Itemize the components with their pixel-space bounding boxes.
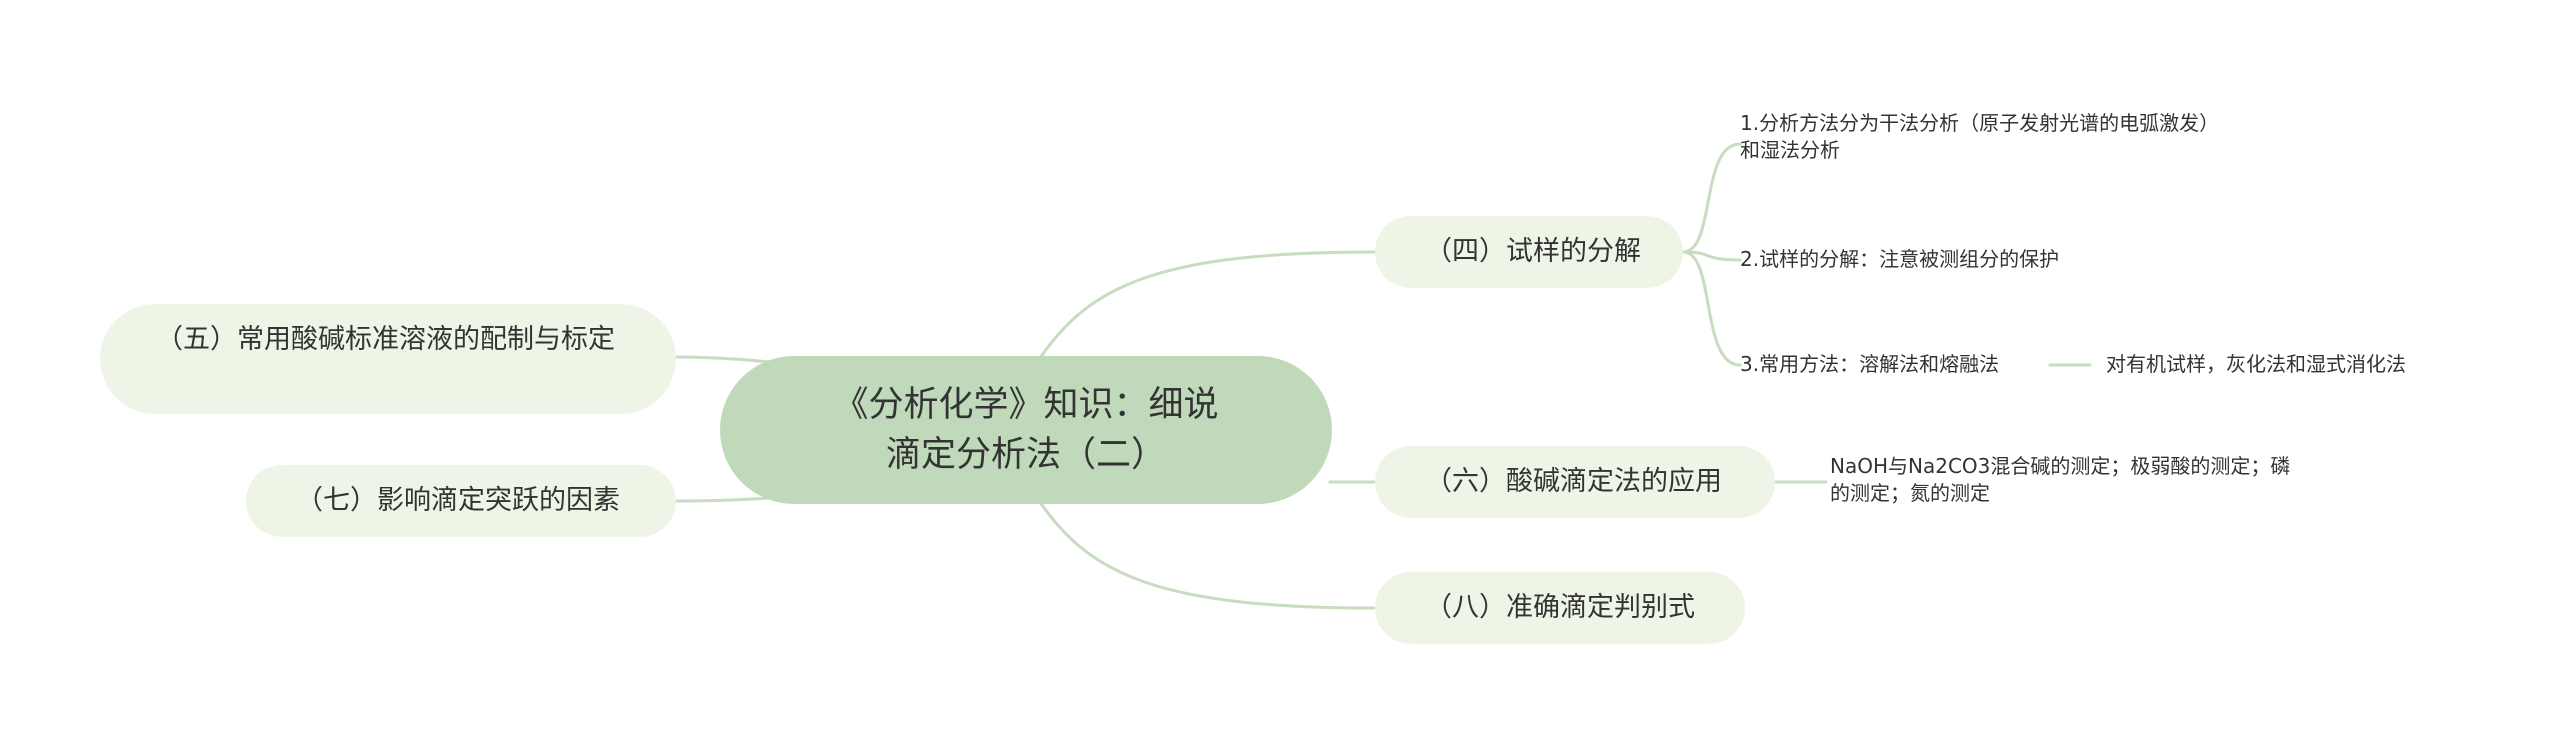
leaf-sample-decomposition-text: 2.试样的分解：注意被测组分的保护 xyxy=(1740,247,2060,271)
leaf-mixed-alkali-determination[interactable]: NaOH与Na2CO3混合碱的测定；极弱酸的测定；磷的测定；氮的测定 xyxy=(1830,453,2310,507)
central-topic[interactable]: 《分析化学》知识：细说 滴定分析法（二） xyxy=(720,356,1332,504)
central-topic-line2: 滴定分析法（二） xyxy=(885,435,1166,475)
central-topic-text: 《分析化学》知识：细说 滴定分析法（二） xyxy=(833,380,1218,480)
branch-eight-label: （八）准确滴定判别式 xyxy=(1425,592,1695,623)
link-root-four xyxy=(1038,250,1377,360)
leaf-mixed-alkali-text: NaOH与Na2CO3混合碱的测定；极弱酸的测定；磷的测定；氮的测定 xyxy=(1830,454,2291,505)
branch-five-standard-solutions[interactable]: （五）常用酸碱标准溶液的配制与标定 xyxy=(100,304,676,414)
leaf-organic-samples[interactable]: 对有机试样，灰化法和湿式消化法 xyxy=(2106,351,2546,378)
branch-five-label: （五）常用酸碱标准溶液的配制与标定 xyxy=(156,324,615,355)
branch-six-acid-base-application[interactable]: （六）酸碱滴定法的应用 xyxy=(1375,446,1775,518)
leaf-organic-samples-text: 对有机试样，灰化法和湿式消化法 xyxy=(2106,352,2406,376)
central-topic-line1: 《分析化学》知识：细说 xyxy=(833,385,1219,425)
leaf-common-methods[interactable]: 3.常用方法：溶解法和熔融法 xyxy=(1740,351,2080,378)
branch-four-label: （四）试样的分解 xyxy=(1425,236,1641,267)
link-root-eight xyxy=(1038,500,1377,610)
leaf-analysis-methods-text: 1.分析方法分为干法分析（原子发射光谱的电弧激发）和湿法分析 xyxy=(1740,111,2220,162)
link-four-method xyxy=(1681,142,1742,254)
branch-four-sample-decomposition[interactable]: （四）试样的分解 xyxy=(1375,216,1683,288)
branch-eight-titration-criterion[interactable]: （八）准确滴定判别式 xyxy=(1375,572,1745,644)
branch-seven-label: （七）影响滴定突跃的因素 xyxy=(296,485,620,516)
leaf-analysis-methods[interactable]: 1.分析方法分为干法分析（原子发射光谱的电弧激发）和湿法分析 xyxy=(1740,110,2220,164)
branch-six-label: （六）酸碱滴定法的应用 xyxy=(1425,466,1722,497)
branch-seven-titration-jump-factors[interactable]: （七）影响滴定突跃的因素 xyxy=(246,465,676,537)
link-four-common xyxy=(1681,250,1742,367)
leaf-sample-decomposition[interactable]: 2.试样的分解：注意被测组分的保护 xyxy=(1740,246,2220,273)
link-four-decomp xyxy=(1681,250,1742,262)
link-root-seven xyxy=(674,496,772,503)
leaf-common-methods-text: 3.常用方法：溶解法和熔融法 xyxy=(1740,352,2000,376)
link-root-five xyxy=(674,355,772,364)
